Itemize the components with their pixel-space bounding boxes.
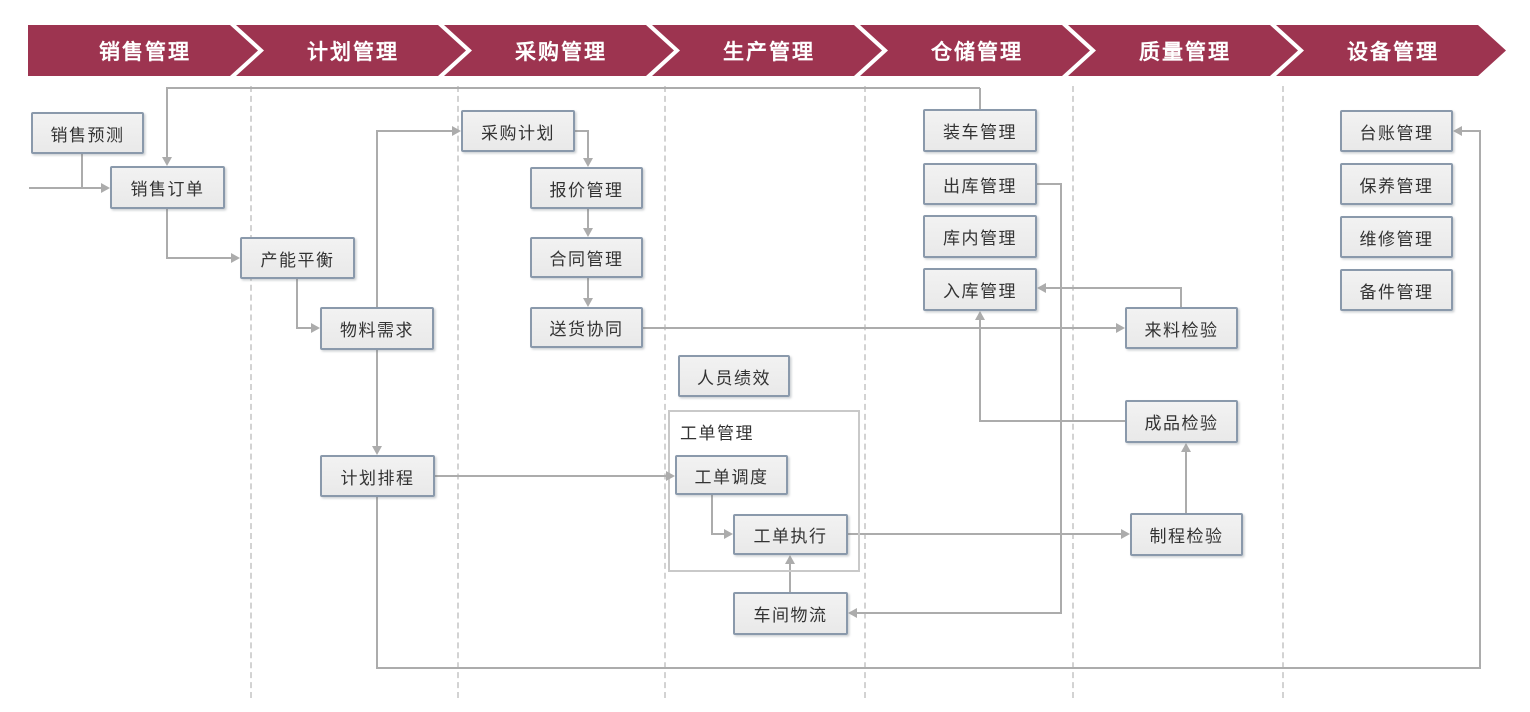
edge-segment xyxy=(166,257,232,259)
arrowhead xyxy=(311,323,320,333)
column-separator xyxy=(457,86,459,698)
chevron-label: 设备管理 xyxy=(1347,40,1439,64)
edge-segment xyxy=(979,88,981,110)
node-finished-inspect: 成品检验 xyxy=(1125,400,1238,443)
arrowhead xyxy=(666,471,675,481)
node-quotation-mgmt: 报价管理 xyxy=(530,167,643,209)
edge-segment xyxy=(848,533,1122,535)
edge-segment xyxy=(435,475,667,477)
node-maintenance-mgmt: 保养管理 xyxy=(1340,163,1453,205)
column-separator xyxy=(250,86,252,698)
node-ledger-mgmt: 台账管理 xyxy=(1340,110,1453,152)
arrowhead xyxy=(583,228,593,237)
arrowhead xyxy=(101,183,110,193)
node-personnel-perf: 人员绩效 xyxy=(678,355,790,397)
edge-segment xyxy=(979,319,981,422)
edge-segment xyxy=(1060,183,1062,614)
node-repair-mgmt: 维修管理 xyxy=(1340,216,1453,258)
column-separator xyxy=(864,86,866,698)
edge-segment xyxy=(587,278,589,299)
chevron-label: 销售管理 xyxy=(99,40,191,64)
chevron-label: 仓储管理 xyxy=(931,40,1023,64)
node-spareparts-mgmt: 备件管理 xyxy=(1340,269,1453,311)
node-sales-forecast: 销售预测 xyxy=(31,112,144,154)
node-material-demand: 物料需求 xyxy=(320,307,434,350)
arrowhead xyxy=(583,298,593,307)
edge-segment xyxy=(711,533,725,535)
node-wo-dispatch: 工单调度 xyxy=(675,455,788,495)
arrowhead xyxy=(231,253,240,263)
edge-segment xyxy=(376,130,453,132)
node-sales-order: 销售订单 xyxy=(110,166,225,209)
edge-segment xyxy=(587,130,589,159)
arrowhead xyxy=(1181,443,1191,452)
header-chevron-purchase: 采购管理 xyxy=(444,25,674,76)
edge-segment xyxy=(376,667,1481,669)
edge-segment xyxy=(1462,130,1481,132)
edge-segment xyxy=(1479,130,1481,669)
node-delivery-collab: 送货协同 xyxy=(530,307,643,348)
work-order-group-label: 工单管理 xyxy=(680,424,754,443)
node-loading-mgmt: 装车管理 xyxy=(923,109,1037,152)
edge-segment xyxy=(166,87,168,157)
edge-segment xyxy=(166,87,980,89)
node-purchase-plan: 采购计划 xyxy=(461,110,575,152)
column-separator xyxy=(664,86,666,698)
header-chevron-warehouse: 仓储管理 xyxy=(860,25,1090,76)
column-separator xyxy=(1282,86,1284,698)
arrowhead xyxy=(1121,529,1130,539)
node-capacity-balance: 产能平衡 xyxy=(240,237,355,279)
arrowhead xyxy=(1453,126,1462,136)
edge-segment xyxy=(376,350,378,447)
header-chevron-sales: 销售管理 xyxy=(28,25,258,76)
work-order-group xyxy=(668,410,860,572)
chevron-label: 计划管理 xyxy=(307,40,399,64)
arrowhead xyxy=(1037,283,1046,293)
arrowhead xyxy=(975,311,985,320)
header-chevron-production: 生产管理 xyxy=(652,25,882,76)
edge-segment xyxy=(376,497,378,668)
edge-segment xyxy=(166,209,168,259)
chevron-label: 生产管理 xyxy=(723,40,815,64)
edge-segment xyxy=(587,209,589,229)
arrowhead xyxy=(785,555,795,564)
edge-segment xyxy=(789,563,791,592)
edge-segment xyxy=(711,495,713,535)
edge-segment xyxy=(1185,451,1187,513)
header-chevron-plan: 计划管理 xyxy=(236,25,466,76)
node-incoming-inspect: 来料检验 xyxy=(1125,307,1238,349)
arrowhead xyxy=(452,126,461,136)
arrowhead xyxy=(372,446,382,455)
chevron-label: 采购管理 xyxy=(515,40,607,64)
column-separator xyxy=(1072,86,1074,698)
edge-segment xyxy=(29,187,102,189)
node-inwarehouse-mgmt: 库内管理 xyxy=(923,215,1037,258)
edge-segment xyxy=(1046,287,1182,289)
arrowhead xyxy=(848,608,857,618)
edge-segment xyxy=(1037,183,1062,185)
edge-segment xyxy=(575,130,589,132)
node-plan-schedule: 计划排程 xyxy=(320,455,435,497)
edge-segment xyxy=(296,279,298,329)
node-inbound-mgmt: 入库管理 xyxy=(923,268,1037,311)
node-contract-mgmt: 合同管理 xyxy=(530,237,643,278)
edge-segment xyxy=(857,612,1062,614)
arrowhead xyxy=(583,158,593,167)
node-outbound-mgmt: 出库管理 xyxy=(923,163,1037,205)
arrowhead xyxy=(1116,323,1125,333)
edge-segment xyxy=(376,130,378,307)
node-process-inspect: 制程检验 xyxy=(1130,513,1243,556)
edge-segment xyxy=(1180,287,1182,308)
arrowhead xyxy=(162,157,172,166)
edge-segment xyxy=(81,154,83,188)
edge-segment xyxy=(643,327,1117,329)
edge-segment xyxy=(296,327,312,329)
chevron-label: 质量管理 xyxy=(1139,40,1231,64)
node-wo-execute: 工单执行 xyxy=(733,514,848,555)
node-shop-logistics: 车间物流 xyxy=(733,592,848,635)
header-chevron-equipment: 设备管理 xyxy=(1276,25,1506,76)
edge-segment xyxy=(979,420,1125,422)
arrowhead xyxy=(724,529,733,539)
header-chevron-quality: 质量管理 xyxy=(1068,25,1298,76)
